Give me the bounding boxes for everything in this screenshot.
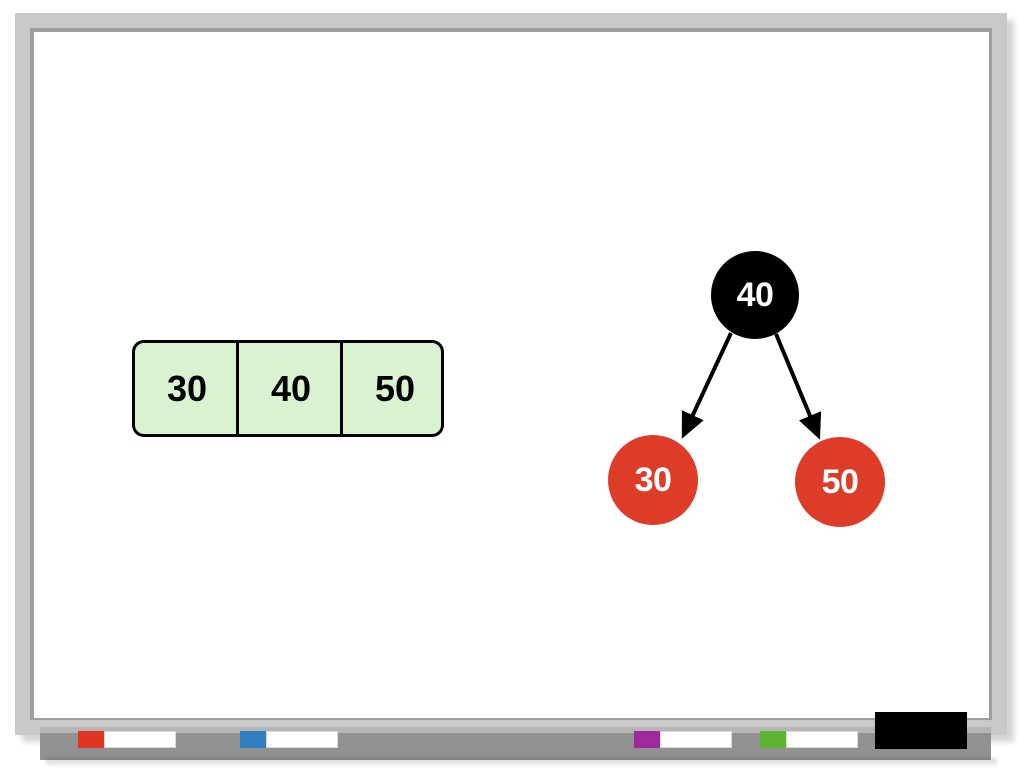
array-divider-0	[236, 343, 239, 434]
green-marker[interactable]	[760, 731, 858, 748]
tray-shadow	[46, 758, 997, 764]
array-cell-0[interactable]: 30	[135, 343, 239, 434]
tree-node-root[interactable]: 40	[711, 251, 799, 339]
blue-marker-cap	[240, 731, 266, 748]
tray-lip	[40, 727, 991, 735]
tree-node-right-child[interactable]: 50	[795, 437, 885, 527]
blue-marker-body	[266, 731, 338, 748]
tree-node-right-child-value: 50	[821, 462, 859, 501]
array-cell-2[interactable]: 50	[343, 343, 447, 434]
green-marker-cap	[760, 731, 786, 748]
blue-marker[interactable]	[240, 731, 338, 748]
tree-node-root-value: 40	[736, 275, 774, 314]
purple-marker[interactable]	[634, 731, 732, 748]
green-marker-body	[786, 731, 858, 748]
array-divider-1	[340, 343, 343, 434]
array-cell-2-value: 50	[374, 367, 416, 409]
array-cell-0-value: 30	[166, 367, 208, 409]
red-marker-cap	[78, 731, 104, 748]
purple-marker-cap	[634, 731, 660, 748]
red-marker[interactable]	[78, 731, 176, 748]
tree-node-left-child[interactable]: 30	[608, 435, 698, 525]
tree-node-left-child-value: 30	[634, 460, 672, 499]
purple-marker-body	[660, 731, 732, 748]
red-marker-body	[104, 731, 176, 748]
eraser[interactable]	[875, 712, 967, 749]
array-box[interactable]: 30 40 50	[132, 340, 444, 437]
array-cell-1[interactable]: 40	[239, 343, 343, 434]
array-cell-1-value: 40	[270, 367, 312, 409]
